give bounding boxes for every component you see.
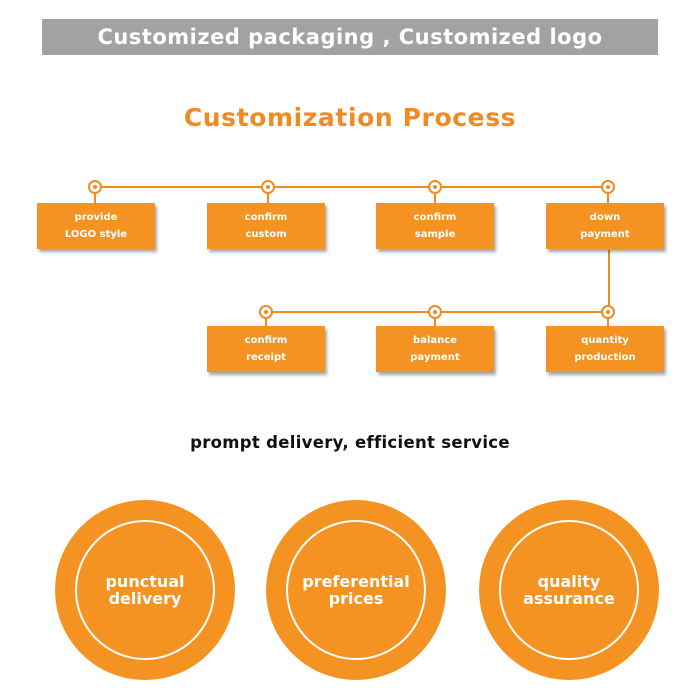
connector-stub-5: [265, 312, 267, 326]
feature-ring: [499, 520, 639, 660]
connector-stub-1: [94, 187, 96, 203]
step-label-line1: provide: [74, 212, 118, 223]
step-label-line1: balance: [413, 335, 457, 346]
step-quantity-production: quantity production: [546, 326, 664, 372]
service-title: prompt delivery, efficient service: [190, 433, 510, 452]
feature-ring: [75, 520, 215, 660]
step-node-dot: [601, 305, 615, 319]
connector-stub-2: [267, 187, 269, 203]
step-label-line2: receipt: [246, 352, 286, 363]
step-label-line2: payment: [580, 229, 630, 240]
feature-punctual-delivery: punctual delivery: [55, 500, 235, 680]
step-node-dot: [88, 180, 102, 194]
step-node-dot: [601, 180, 615, 194]
connector-stub-4: [607, 187, 609, 203]
step-provide-logo-style: provide LOGO style: [37, 203, 155, 249]
feature-label-line2: assurance: [523, 589, 615, 608]
feature-preferential-prices: preferential prices: [266, 500, 446, 680]
step-confirm-receipt: confirm receipt: [207, 326, 325, 372]
step-node-dot: [428, 305, 442, 319]
step-label-line1: confirm: [244, 335, 288, 346]
step-label-line2: custom: [245, 229, 287, 240]
step-label-line2: production: [574, 352, 636, 363]
feature-label-line1: quality: [537, 572, 601, 591]
connector-stub-3: [434, 187, 436, 203]
step-node-dot: [259, 305, 273, 319]
step-label-line2: LOGO style: [64, 229, 128, 240]
step-label-line1: confirm: [413, 212, 457, 223]
feature-ring: [286, 520, 426, 660]
feature-label: punctual delivery: [55, 500, 235, 680]
step-label-line1: quantity: [581, 335, 629, 346]
step-confirm-sample: confirm sample: [376, 203, 494, 249]
step-confirm-custom: confirm custom: [207, 203, 325, 249]
feature-label-line1: preferential: [302, 572, 410, 591]
header-banner: Customized packaging , Customized logo: [42, 19, 658, 55]
step-node-dot: [261, 180, 275, 194]
banner-text: Customized packaging , Customized logo: [97, 25, 603, 49]
feature-label: preferential prices: [266, 500, 446, 680]
step-label-line1: down: [589, 212, 621, 223]
step-label-line2: payment: [410, 352, 460, 363]
step-node-dot: [428, 180, 442, 194]
step-balance-payment: balance payment: [376, 326, 494, 372]
feature-label-line2: delivery: [108, 589, 182, 608]
step-down-payment: down payment: [546, 203, 664, 249]
process-title: Customization Process: [183, 103, 517, 132]
connector-vertical: [608, 250, 610, 313]
feature-quality-assurance: quality assurance: [479, 500, 659, 680]
step-label-line2: sample: [414, 229, 456, 240]
connector-stub-6: [434, 312, 436, 326]
connector-top-row: [95, 186, 609, 188]
feature-label-line2: prices: [328, 589, 384, 608]
feature-label-line1: punctual: [105, 572, 185, 591]
step-label-line1: confirm: [244, 212, 288, 223]
feature-label: quality assurance: [479, 500, 659, 680]
connector-stub-7: [607, 312, 609, 326]
